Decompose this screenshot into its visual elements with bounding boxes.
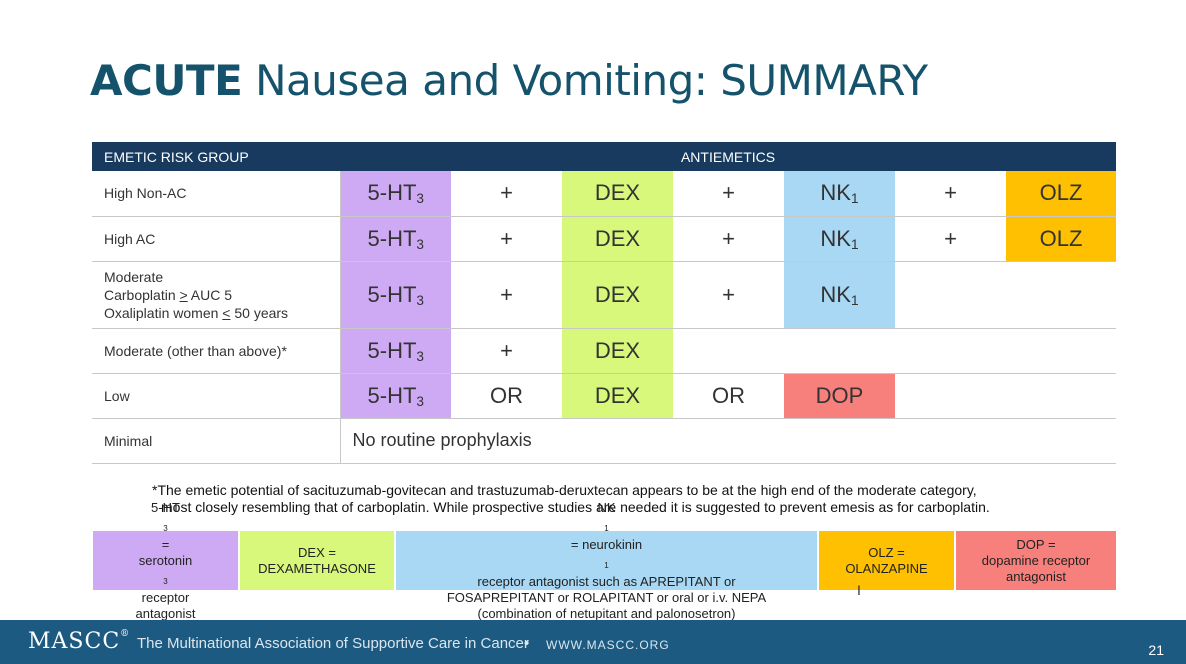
cell-nk1: NK1 <box>784 216 895 262</box>
cell-5ht3: 5-HT3 <box>340 261 451 329</box>
risk-high-non-ac: High Non-AC <box>92 171 341 217</box>
footnote-line2: most closely resembling that of carbopla… <box>161 499 990 515</box>
cell-plus: + <box>673 171 784 217</box>
cell-plus: + <box>451 261 562 329</box>
header-emetic-risk-group: EMETIC RISK GROUP <box>92 142 340 171</box>
footer-website-link[interactable]: WWW.MASCC.ORG <box>546 638 670 652</box>
cell-dex: DEX <box>562 261 673 329</box>
footnote: *The emetic potential of sacituzumab-gov… <box>152 482 1092 516</box>
cell-dex: DEX <box>562 328 673 374</box>
table-row: Moderate Carboplatin > AUC 5 Oxaliplatin… <box>92 261 1117 329</box>
title-rest: Nausea and Vomiting: SUMMARY <box>242 56 928 105</box>
text-cursor-icon: Ι <box>857 582 861 598</box>
table-row: Moderate (other than above)* 5-HT3 + DEX <box>92 328 1117 374</box>
cell-or: OR <box>673 373 784 419</box>
cell-dex: DEX <box>562 373 673 419</box>
page-number: 21 <box>1148 642 1164 658</box>
cell-plus: + <box>673 216 784 262</box>
cell-dop: DOP <box>784 373 895 419</box>
table-header-row: EMETIC RISK GROUP ANTIEMETICS <box>92 142 1117 171</box>
risk-low: Low <box>92 373 341 419</box>
cell-5ht3: 5-HT3 <box>340 373 451 419</box>
cell-nk1: NK1 <box>784 261 895 329</box>
table-row: High Non-AC 5-HT3 + DEX + NK1 + OLZ <box>92 171 1117 217</box>
footer-org-name: The Multinational Association of Support… <box>137 635 529 652</box>
cell-nk1: NK1 <box>784 171 895 217</box>
slide-title: ACUTE Nausea and Vomiting: SUMMARY <box>90 56 928 105</box>
cell-dex: DEX <box>562 171 673 217</box>
cell-plus: + <box>451 171 562 217</box>
cell-5ht3: 5-HT3 <box>340 216 451 262</box>
title-bold: ACUTE <box>90 56 243 105</box>
cell-or: OR <box>451 373 562 419</box>
cell-empty <box>1006 261 1117 329</box>
cell-plus: + <box>895 171 1006 217</box>
risk-moderate: Moderate Carboplatin > AUC 5 Oxaliplatin… <box>92 261 341 329</box>
cell-plus: + <box>451 328 562 374</box>
cell-5ht3: 5-HT3 <box>340 328 451 374</box>
risk-moderate-line1: Moderate <box>104 268 164 285</box>
risk-minimal: Minimal <box>92 418 341 464</box>
antiemetic-summary-table: EMETIC RISK GROUP ANTIEMETICS High Non-A… <box>92 142 1117 464</box>
footer-bar: MASCC® The Multinational Association of … <box>0 620 1186 664</box>
table-row: Minimal No routine prophylaxis <box>92 418 1117 464</box>
cell-plus: + <box>673 261 784 329</box>
cell-plus: + <box>895 216 1006 262</box>
cell-empty <box>895 373 1117 419</box>
cell-empty <box>673 328 1117 374</box>
footnote-line1: *The emetic potential of sacituzumab-gov… <box>152 482 977 498</box>
legend-dex: DEX = DEXAMETHASONE <box>240 531 394 590</box>
legend-olz: OLZ = OLANZAPINE <box>819 531 954 590</box>
cell-olz: OLZ <box>1006 171 1117 217</box>
cell-no-routine-prophylaxis: No routine prophylaxis <box>340 418 1117 464</box>
mascc-logo: MASCC® <box>28 629 131 654</box>
risk-moderate-line2: Carboplatin > AUC 5 <box>104 286 233 303</box>
table-row: High AC 5-HT3 + DEX + NK1 + OLZ <box>92 216 1117 262</box>
risk-high-ac: High AC <box>92 216 341 262</box>
header-antiemetics: ANTIEMETICS <box>340 142 1117 171</box>
risk-moderate-line3: Oxaliplatin women < 50 years <box>104 304 289 321</box>
risk-moderate-other: Moderate (other than above)* <box>92 328 341 374</box>
cell-olz: OLZ <box>1006 216 1117 262</box>
cell-5ht3: 5-HT3 <box>340 171 451 217</box>
cell-empty <box>895 261 1006 329</box>
cell-dex: DEX <box>562 216 673 262</box>
footer-separator: • <box>524 635 530 652</box>
table-row: Low 5-HT3 OR DEX OR DOP <box>92 373 1117 419</box>
legend-dop: DOP = dopamine receptor antagonist <box>956 531 1116 590</box>
cell-plus: + <box>451 216 562 262</box>
